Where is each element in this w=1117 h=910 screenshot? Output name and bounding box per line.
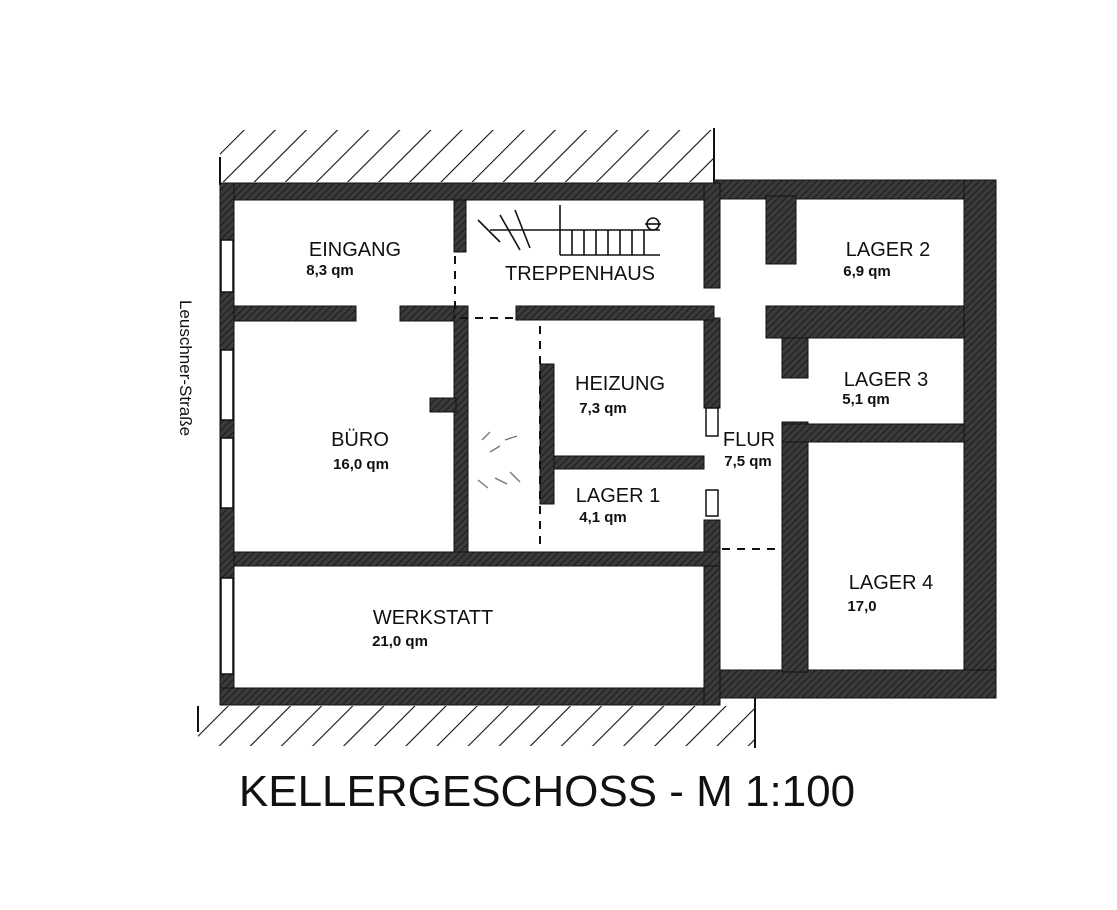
wall-pillar-mid xyxy=(781,337,809,379)
wall-flur-lager4 xyxy=(781,421,809,673)
wall-lager2-lager3 xyxy=(765,305,965,339)
plan-title: KELLERGESCHOSS - M 1:100 xyxy=(239,767,855,816)
wall-lager1-top xyxy=(553,455,705,470)
windows xyxy=(220,239,719,675)
wall-stair-left-upper xyxy=(453,199,467,253)
wall-heizung-left xyxy=(539,363,555,505)
wall-spine-lower xyxy=(703,519,721,706)
wall-bottom-left xyxy=(219,687,721,706)
wall-bottom-right xyxy=(713,669,997,699)
wall-lager3-lager4 xyxy=(781,423,965,443)
room-buero-name: BÜRO xyxy=(331,429,389,451)
window-buero-upper xyxy=(220,349,234,421)
room-lager3-name: LAGER 3 xyxy=(844,369,928,391)
room-flur-area: 7,5 qm xyxy=(724,453,772,470)
room-flur-name: FLUR xyxy=(723,429,775,451)
room-eingang-name: EINGANG xyxy=(309,239,401,261)
wall-buero-right xyxy=(453,305,469,555)
wall-pillar-top xyxy=(765,195,797,265)
room-heizung-name: HEIZUNG xyxy=(575,373,665,395)
room-werkstatt-area: 21,0 qm xyxy=(372,633,428,650)
wall-spine-upper xyxy=(703,182,721,289)
room-lager2-area: 6,9 qm xyxy=(843,263,891,280)
window-spine-1 xyxy=(705,407,719,437)
window-spine-2 xyxy=(705,489,719,517)
window-buero-lower xyxy=(220,437,234,509)
wall-outer-right xyxy=(963,179,997,699)
wall-spine-mid xyxy=(703,317,721,409)
room-lager1-area: 4,1 qm xyxy=(579,509,627,526)
wall-niche xyxy=(429,397,457,413)
ground-hatch-top xyxy=(219,128,715,185)
street-label: Leuschner-Straße xyxy=(176,300,195,436)
room-treppenhaus-name: TREPPENHAUS xyxy=(505,263,655,285)
room-buero-area: 16,0 qm xyxy=(333,456,389,473)
room-lager4-name: LAGER 4 xyxy=(849,572,933,594)
room-labels: EINGANG 8,3 qm TREPPENHAUS BÜRO 16,0 qm … xyxy=(306,239,933,650)
room-lager2-name: LAGER 2 xyxy=(846,239,930,261)
room-lager3-area: 5,1 qm xyxy=(842,391,890,408)
wall-top-right xyxy=(713,179,997,200)
wall-eingang-buero xyxy=(233,305,357,322)
room-lager4-area: 17,0 xyxy=(847,598,876,615)
window-eingang xyxy=(220,239,234,293)
wall-werkstatt-top xyxy=(233,551,721,567)
dashed-lines xyxy=(454,256,782,550)
room-heizung-area: 7,3 qm xyxy=(579,400,627,417)
room-lager1-name: LAGER 1 xyxy=(576,485,660,507)
scan-smudge xyxy=(477,431,521,489)
window-werkstatt xyxy=(220,577,234,675)
staircase xyxy=(477,205,661,256)
room-werkstatt-name: WERKSTATT xyxy=(373,607,493,629)
ground-hatch-bottom xyxy=(197,690,756,748)
walls xyxy=(219,179,997,706)
wall-top-left xyxy=(219,182,721,201)
room-eingang-area: 8,3 qm xyxy=(306,262,354,279)
wall-heizung-top xyxy=(515,305,715,321)
